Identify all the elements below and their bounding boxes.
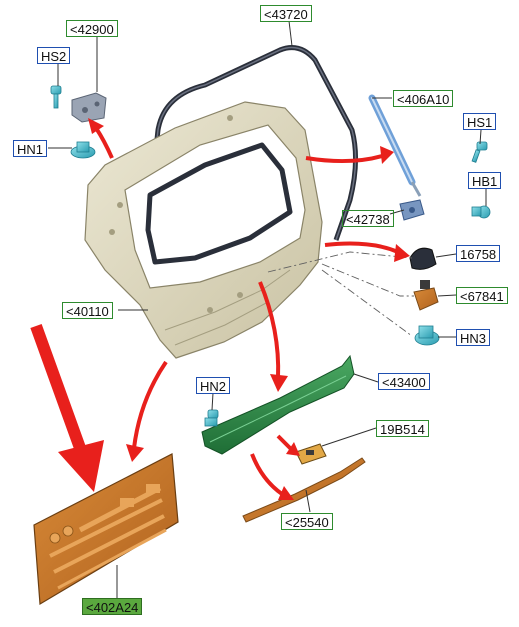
ball-stud-hb1 bbox=[471, 205, 491, 219]
label-hn3[interactable]: HN3 bbox=[456, 329, 491, 346]
label-hs2[interactable]: HS2 bbox=[37, 47, 71, 64]
label-hn1[interactable]: HN1 bbox=[13, 140, 48, 157]
bump-stop bbox=[409, 247, 437, 270]
label-25540[interactable]: <25540 bbox=[281, 513, 333, 530]
label-43400[interactable]: <43400 bbox=[378, 373, 430, 390]
label-43720[interactable]: <43720 bbox=[260, 5, 312, 22]
red-arrows bbox=[30, 118, 410, 500]
label-19b514[interactable]: 19B514 bbox=[376, 420, 429, 437]
release-switch bbox=[295, 443, 327, 465]
label-16758[interactable]: 16758 bbox=[456, 245, 501, 262]
door-seal bbox=[147, 45, 359, 241]
trim-rail bbox=[242, 457, 366, 523]
label-hb1[interactable]: HB1 bbox=[468, 172, 502, 189]
strut-bracket bbox=[399, 199, 425, 221]
label-42900[interactable]: <42900 bbox=[66, 20, 118, 37]
bolt-hs2 bbox=[50, 85, 62, 109]
gas-strut bbox=[368, 94, 422, 197]
label-42738[interactable]: <42738 bbox=[342, 210, 394, 227]
bolt-hs1 bbox=[471, 141, 488, 163]
label-67841[interactable]: <67841 bbox=[456, 287, 508, 304]
insulator-panel bbox=[33, 453, 179, 606]
label-hs1[interactable]: HS1 bbox=[463, 113, 497, 130]
label-402a24[interactable]: <402A24 bbox=[82, 598, 143, 615]
tailgate-panel bbox=[84, 101, 323, 359]
label-40110[interactable]: <40110 bbox=[62, 302, 113, 319]
nut-hn3 bbox=[414, 325, 440, 346]
nut-hn1 bbox=[70, 141, 96, 159]
buffer bbox=[413, 280, 439, 311]
label-leaders bbox=[48, 20, 487, 598]
clip-hn2 bbox=[204, 409, 219, 427]
label-hn2[interactable]: HN2 bbox=[196, 377, 231, 394]
rear-moulding bbox=[201, 354, 355, 455]
leader-lines-dashdot bbox=[267, 251, 414, 337]
hinge bbox=[71, 92, 107, 123]
label-406a10[interactable]: <406A10 bbox=[393, 90, 454, 107]
